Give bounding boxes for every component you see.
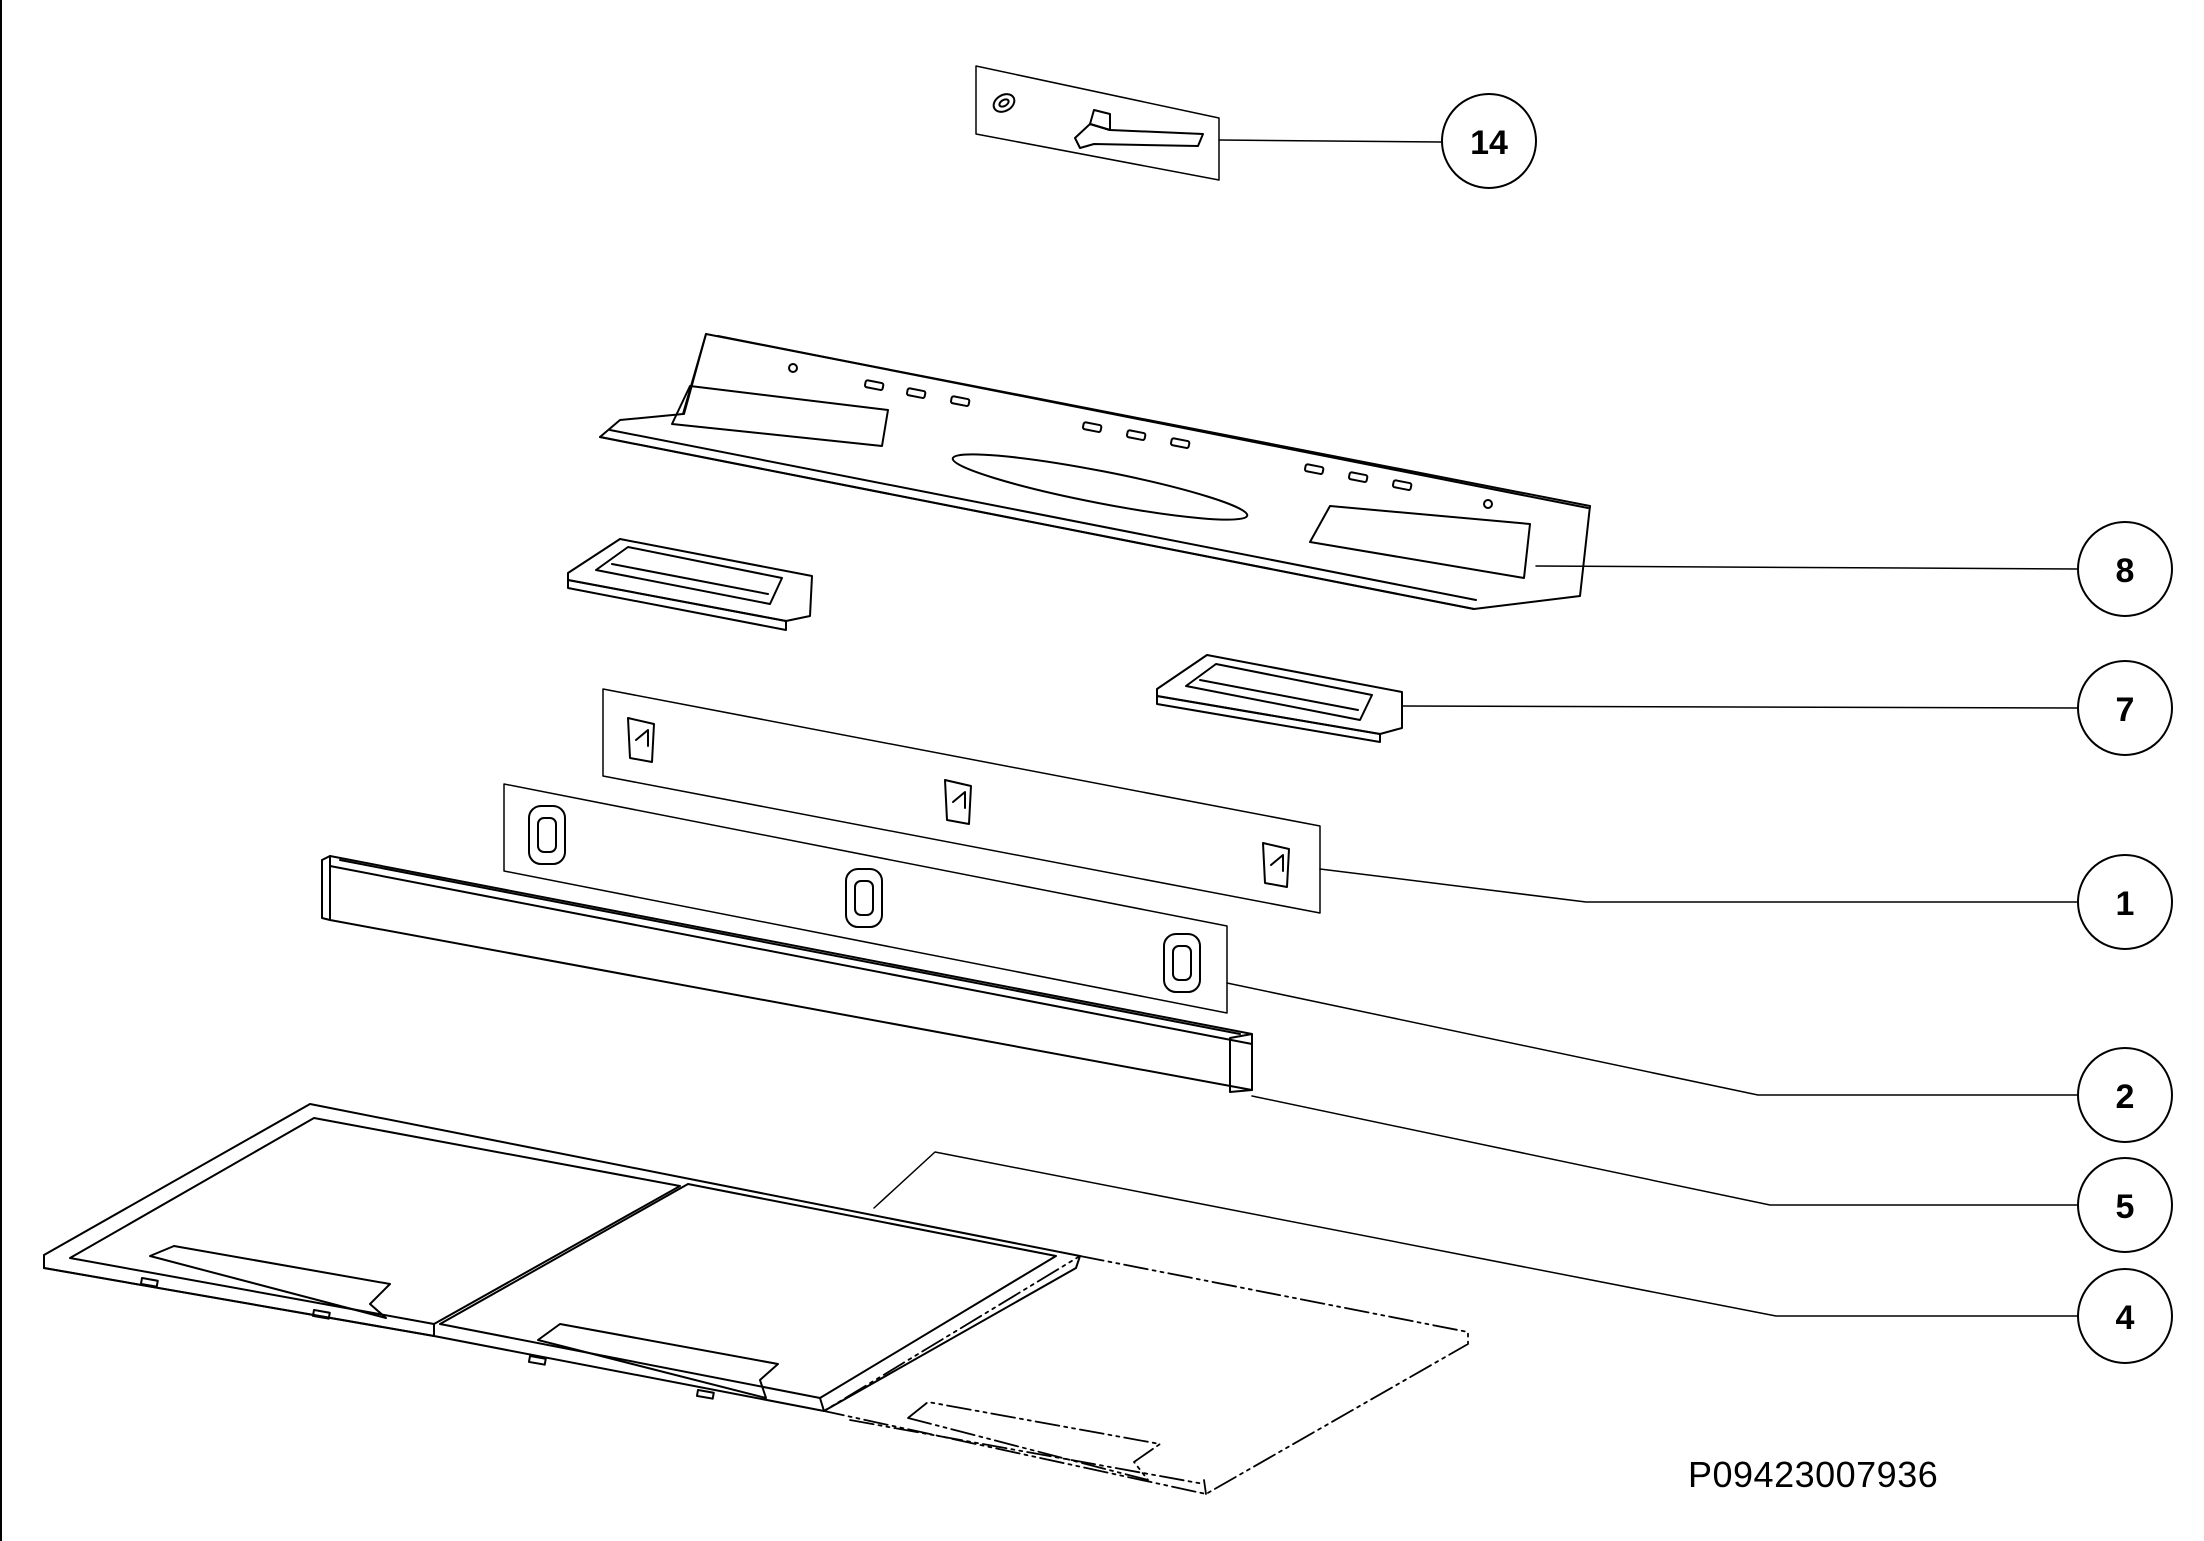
callout-14[interactable]: 14 [1441,93,1537,189]
part-1-clip-set[interactable] [602,688,1321,914]
callouts: 14 8 7 1 2 5 4 [1441,93,2173,1364]
callout-5-label: 5 [2116,1188,2135,1226]
callout-1[interactable]: 1 [2077,854,2173,950]
callout-8-label: 8 [2116,552,2135,590]
callout-2-label: 2 [2116,1078,2135,1116]
part-8-top-plate[interactable] [599,333,1591,610]
document-number: P09423007936 [1688,1454,1939,1495]
callout-5[interactable]: 5 [2077,1157,2173,1253]
part-5-front-strip[interactable] [321,855,1253,1093]
callout-4[interactable]: 4 [2077,1268,2173,1364]
callout-2[interactable]: 2 [2077,1047,2173,1143]
part-7-tray-left[interactable] [567,538,813,631]
callout-1-label: 1 [2116,885,2135,923]
callout-14-label: 14 [1470,124,1508,162]
part-7-tray-right[interactable] [1156,654,1403,743]
callout-7[interactable]: 7 [2077,660,2173,756]
callout-4-label: 4 [2116,1299,2135,1337]
frame-left-border [0,0,2,1541]
part-2-hook-set[interactable] [503,783,1228,1014]
callout-7-label: 7 [2116,691,2135,729]
part-4-filter-frames[interactable] [43,1103,1081,1412]
part-4-phantom-frame [823,1255,1469,1495]
leader-lines [873,139,2079,1317]
part-14-bracket-kit[interactable] [975,65,1220,181]
callout-8[interactable]: 8 [2077,521,2173,617]
